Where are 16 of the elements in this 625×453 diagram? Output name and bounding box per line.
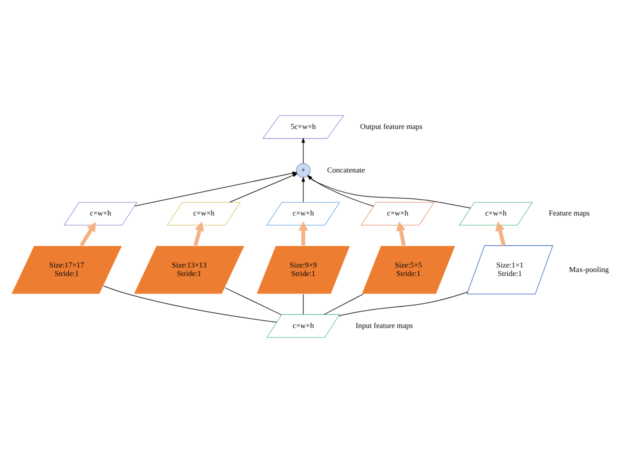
arrow <box>302 138 306 164</box>
connector <box>338 292 468 316</box>
arrow <box>302 176 306 202</box>
arrow <box>298 221 308 246</box>
arrow <box>134 172 298 206</box>
connector <box>324 294 364 315</box>
arrow <box>495 222 506 246</box>
arrow <box>229 173 298 202</box>
connector <box>302 294 304 315</box>
arrow <box>307 175 374 207</box>
arrow <box>194 222 204 246</box>
arrow <box>80 222 96 246</box>
arrow <box>307 175 471 208</box>
connector <box>224 287 282 316</box>
connector <box>103 286 277 322</box>
arrow <box>396 221 406 246</box>
